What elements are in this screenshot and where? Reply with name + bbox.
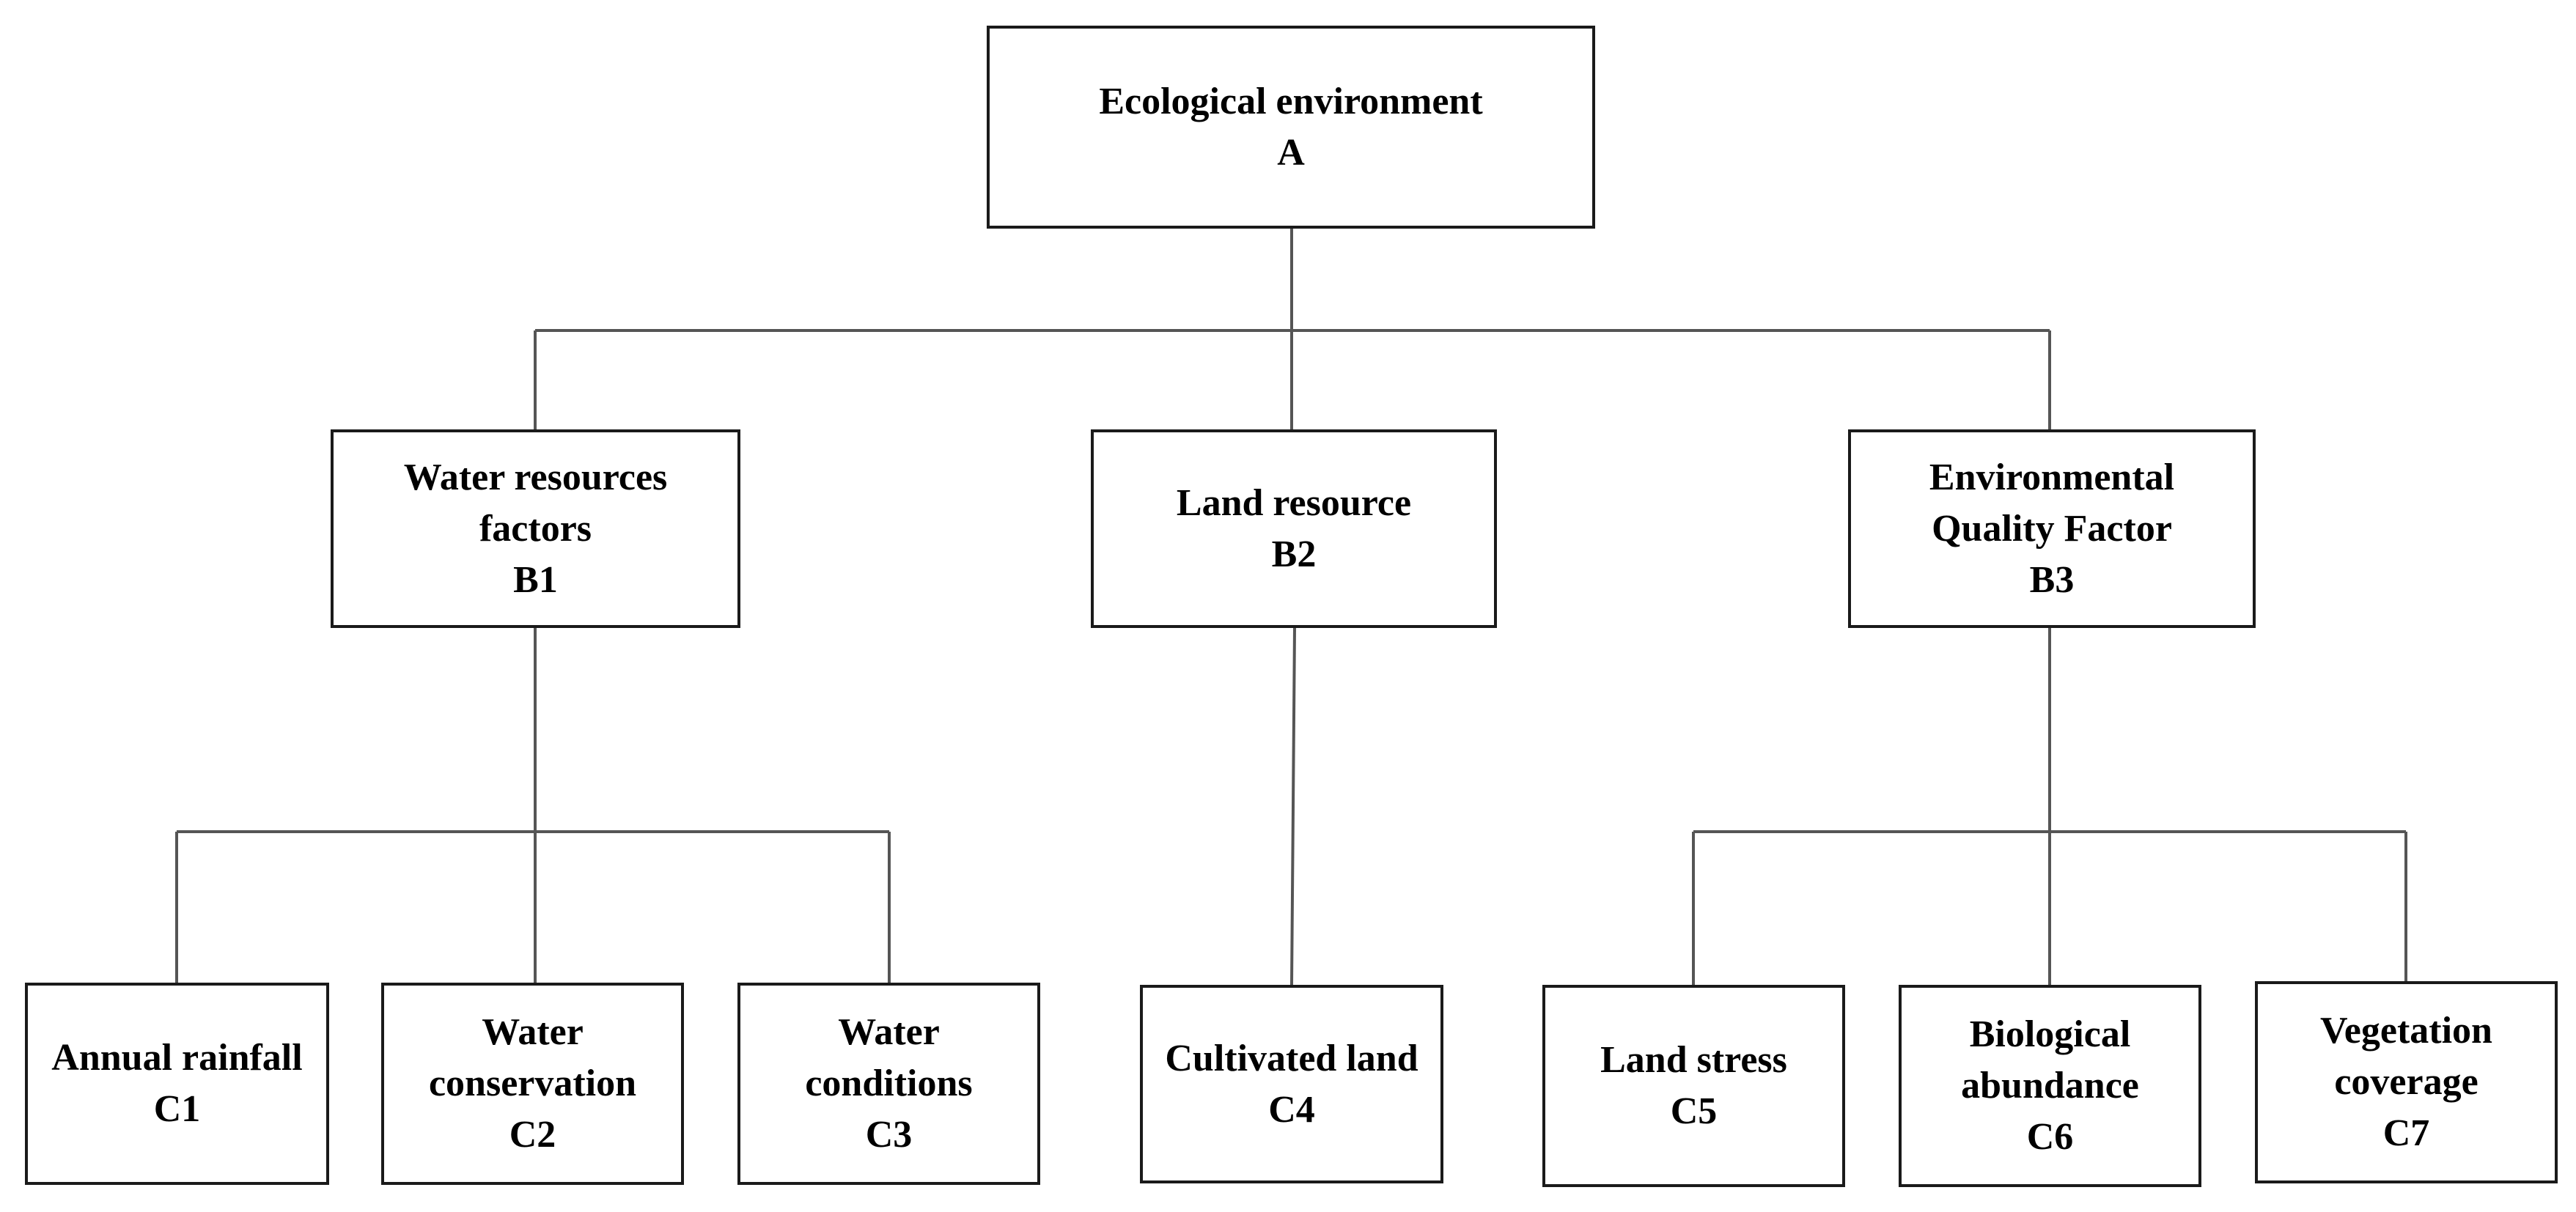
node-label: Vegetation [2320, 1010, 2492, 1052]
node-c4-cultivated-land: Cultivated land C4 [1140, 985, 1443, 1183]
node-label: Quality Factor [1932, 507, 2172, 550]
node-label: Environmental [1929, 456, 2175, 498]
node-c2-water-conservation: Water conservation C2 [381, 983, 684, 1185]
node-code: B1 [513, 558, 558, 601]
node-c7-vegetation-coverage: Vegetation coverage C7 [2255, 981, 2558, 1183]
node-code: C1 [153, 1088, 201, 1130]
node-code: B3 [2029, 558, 2075, 601]
node-label: conditions [805, 1063, 973, 1104]
node-label: Land stress [1600, 1039, 1787, 1081]
node-a-ecological-environment: Ecological environment A [987, 26, 1595, 229]
node-label: Water [482, 1011, 584, 1053]
node-label: Ecological environment [1099, 80, 1483, 122]
node-label: Annual rainfall [51, 1037, 303, 1079]
node-b2-land-resource: Land resource B2 [1091, 429, 1497, 628]
node-label: Cultivated land [1165, 1037, 1418, 1079]
node-code: A [1277, 131, 1305, 174]
node-code: C7 [2382, 1112, 2430, 1154]
node-label: Water [838, 1011, 940, 1053]
node-code: C6 [2026, 1116, 2074, 1158]
node-label: coverage [2334, 1061, 2479, 1103]
node-c1-annual-rainfall: Annual rainfall C1 [25, 983, 329, 1185]
connector-b2-to-c4 [1290, 627, 1296, 986]
node-label: Water resources [403, 456, 668, 498]
node-label: abundance [1961, 1065, 2139, 1106]
node-c5-land-stress: Land stress C5 [1542, 985, 1845, 1187]
node-code: C5 [1670, 1090, 1718, 1132]
node-c3-water-conditions: Water conditions C3 [737, 983, 1040, 1185]
node-code: C3 [865, 1114, 913, 1156]
node-label: factors [479, 507, 592, 550]
node-code: C4 [1268, 1088, 1315, 1131]
node-label: Land resource [1176, 481, 1412, 524]
node-b1-water-resources: Water resources factors B1 [331, 429, 740, 628]
node-label: Biological [1969, 1013, 2131, 1055]
node-code: B2 [1271, 533, 1317, 575]
node-code: C2 [509, 1114, 556, 1156]
node-c6-biological-abundance: Biological abundance C6 [1899, 985, 2201, 1187]
node-label: conservation [428, 1063, 637, 1104]
node-b3-environmental-quality: Environmental Quality Factor B3 [1848, 429, 2256, 628]
